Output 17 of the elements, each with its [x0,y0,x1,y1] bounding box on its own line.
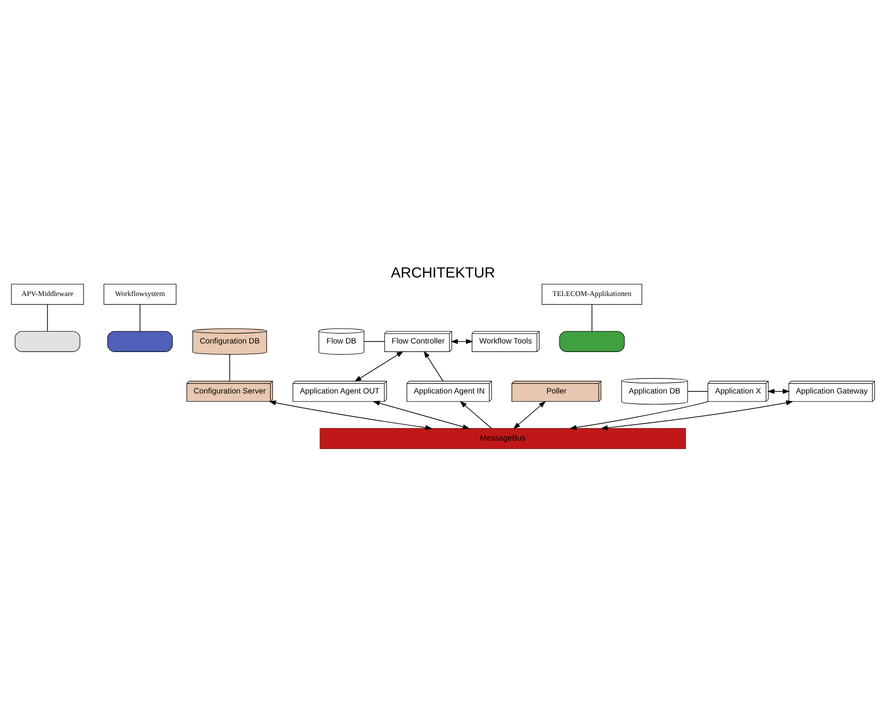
connector [364,340,385,342]
arrow [600,400,794,430]
diagram-title: ARCHITEKTUR [390,264,496,281]
arrow [513,400,546,429]
arrow [569,400,708,430]
connector [687,390,708,392]
arrow [450,338,474,344]
arrow [424,350,444,382]
node-box [559,330,625,352]
arrow [354,350,404,382]
connector [229,354,230,381]
node-box [14,330,80,352]
node-box [107,330,173,352]
arrow [460,400,492,428]
arrow [268,400,433,430]
connector [47,304,48,332]
arrow [372,400,470,429]
